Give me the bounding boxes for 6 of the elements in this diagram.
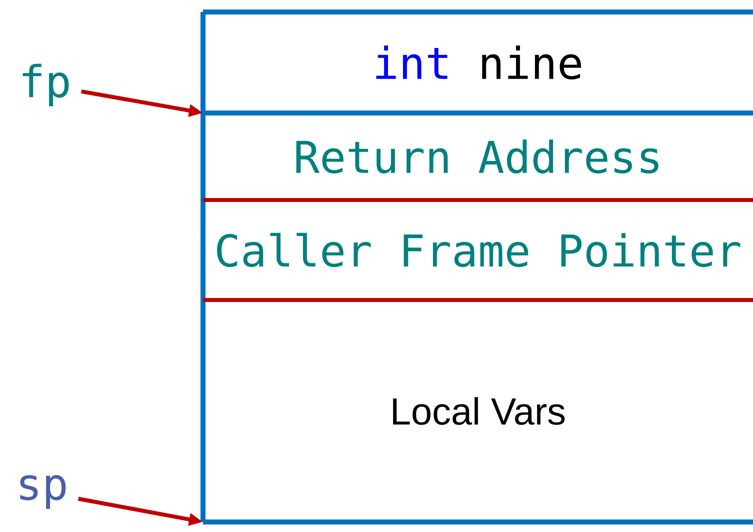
register-label: sp (20, 475, 66, 509)
local-vars-cell: Local Vars (200, 298, 753, 524)
stack-cell: Return Address (200, 110, 753, 200)
register-label: fp (22, 64, 69, 106)
stack-cell: Caller Frame Pointer (200, 198, 753, 300)
stack-cell: int nine (200, 10, 753, 113)
